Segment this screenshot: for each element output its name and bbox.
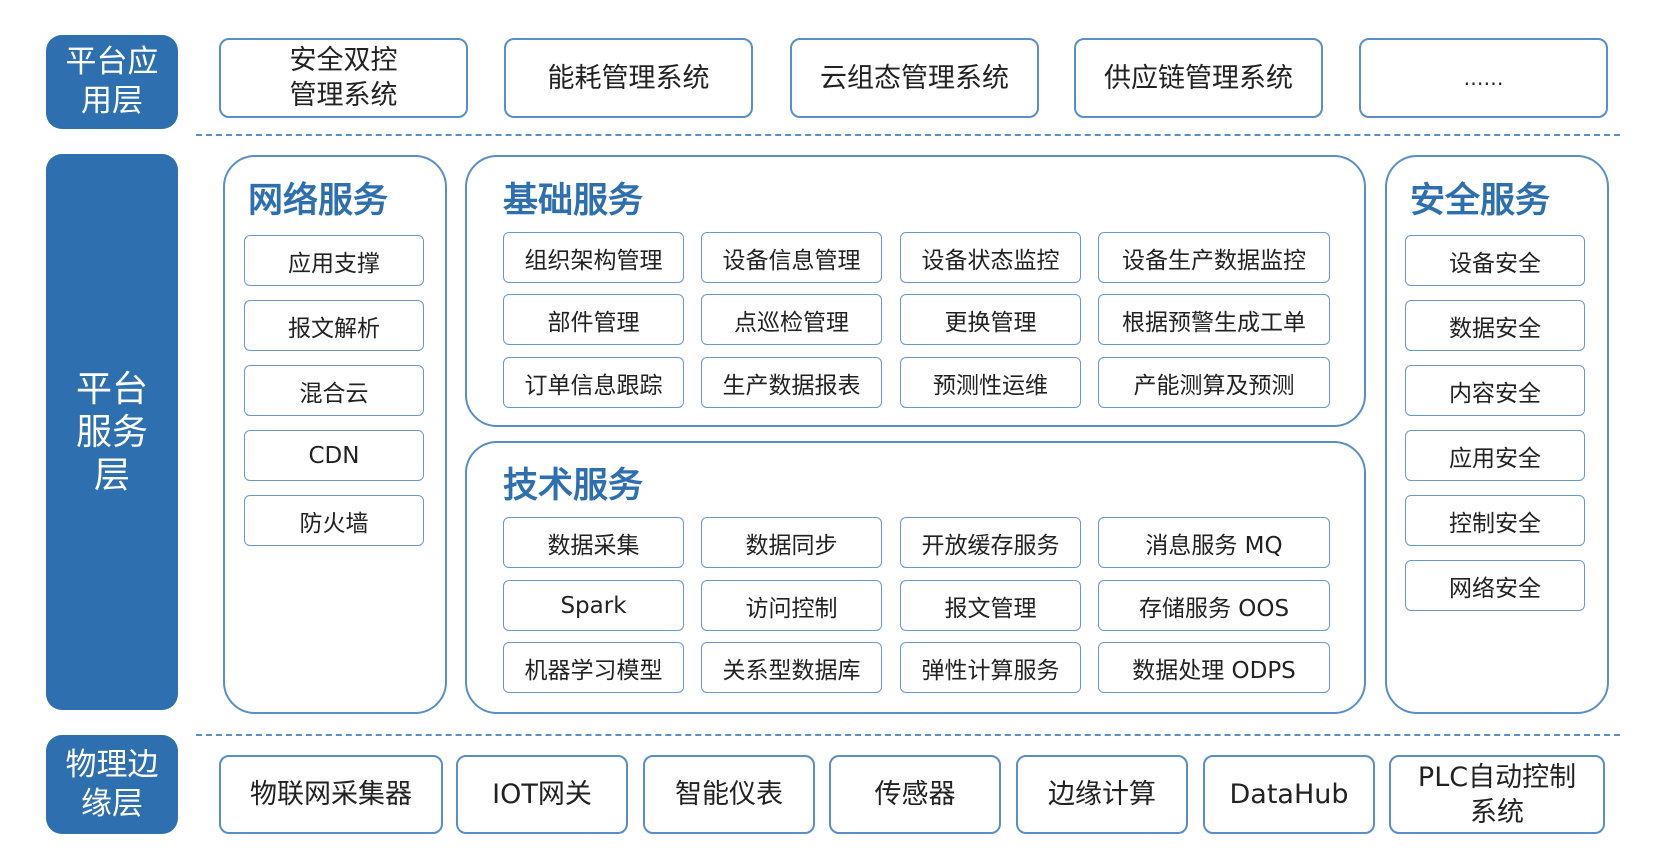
tech-service-item: 机器学习模型 <box>503 642 684 693</box>
layer-label-line: 平台 <box>75 368 148 410</box>
tech-service-item: Spark <box>503 580 684 631</box>
app-system-label: 供应链管理系统 <box>1104 62 1293 94</box>
tech-service-item: 数据采集 <box>503 517 684 568</box>
app-system-box: 能耗管理系统 <box>504 38 753 118</box>
security-service-item: 数据安全 <box>1405 300 1585 351</box>
layer-label-line: 平台应 <box>65 44 159 80</box>
basic-services-title: 基础服务 <box>503 181 644 221</box>
physical-device-label: 边缘计算 <box>1048 779 1156 810</box>
layer-label-line: 服务 <box>75 411 148 453</box>
app-system-label: 云组态管理系统 <box>820 62 1009 94</box>
basic-service-item: 订单信息跟踪 <box>503 357 684 408</box>
tech-service-item: 数据处理 ODPS <box>1098 642 1330 693</box>
security-services-title: 安全服务 <box>1410 181 1551 221</box>
basic-service-item: 根据预警生成工单 <box>1098 294 1330 345</box>
tech-service-item: 弹性计算服务 <box>900 642 1081 693</box>
tech-service-item: 消息服务 MQ <box>1098 517 1330 568</box>
app-system-box: 云组态管理系统 <box>790 38 1039 118</box>
basic-service-item: 预测性运维 <box>900 357 1081 408</box>
app-system-label: 安全双控 <box>289 45 398 76</box>
physical-device-label: 系统 <box>1470 796 1524 828</box>
security-service-item: 网络安全 <box>1405 560 1585 611</box>
physical-device-box: IOT网关 <box>456 755 628 834</box>
security-service-item: 应用安全 <box>1405 430 1585 481</box>
basic-service-item: 设备信息管理 <box>701 232 882 283</box>
tech-service-item: 访问控制 <box>701 580 882 631</box>
network-service-item: 应用支撑 <box>244 235 424 286</box>
basic-service-item: 生产数据报表 <box>701 357 882 408</box>
network-service-item: CDN <box>244 430 424 481</box>
basic-service-item: 组织架构管理 <box>503 232 684 283</box>
physical-device-box: 边缘计算 <box>1016 755 1188 834</box>
layer-label-application: 平台应 用层 <box>46 35 178 129</box>
layer-label-line: 用层 <box>81 83 143 119</box>
app-system-box: 供应链管理系统 <box>1074 38 1323 118</box>
network-services-title: 网络服务 <box>248 181 389 221</box>
physical-device-label: DataHub <box>1229 779 1349 810</box>
layer-label-line: 物理边 <box>65 746 159 783</box>
layer-divider <box>196 734 1620 736</box>
layer-label-physical-edge: 物理边 缘层 <box>46 735 178 834</box>
app-system-label: 管理系统 <box>289 80 398 111</box>
physical-device-label: 传感器 <box>874 779 956 810</box>
physical-device-box: 传感器 <box>829 755 1001 834</box>
physical-device-label: 智能仪表 <box>675 779 783 810</box>
basic-service-item: 设备状态监控 <box>900 232 1081 283</box>
basic-service-item: 部件管理 <box>503 294 684 345</box>
basic-service-item: 设备生产数据监控 <box>1098 232 1330 283</box>
physical-device-box: 物联网采集器 <box>219 755 443 834</box>
layer-label-platform-service: 平台 服务 层 <box>46 154 178 710</box>
security-service-item: 控制安全 <box>1405 495 1585 546</box>
tech-services-title: 技术服务 <box>503 466 644 506</box>
physical-device-label: IOT网关 <box>492 779 592 810</box>
app-system-box: 安全双控 管理系统 <box>219 38 468 118</box>
network-service-item: 混合云 <box>244 365 424 416</box>
layer-label-line: 缘层 <box>81 785 143 822</box>
security-service-item: 设备安全 <box>1405 235 1585 286</box>
network-service-item: 报文解析 <box>244 300 424 351</box>
basic-service-item: 更换管理 <box>900 294 1081 345</box>
tech-service-item: 报文管理 <box>900 580 1081 631</box>
basic-service-item: 点巡检管理 <box>701 294 882 345</box>
physical-device-box: PLC自动控制 系统 <box>1389 755 1605 834</box>
security-service-item: 内容安全 <box>1405 365 1585 416</box>
tech-service-item: 关系型数据库 <box>701 642 882 693</box>
physical-device-box: DataHub <box>1203 755 1375 834</box>
physical-device-label: PLC自动控制 <box>1417 761 1577 793</box>
tech-service-item: 存储服务 OOS <box>1098 580 1330 631</box>
tech-service-item: 开放缓存服务 <box>900 517 1081 568</box>
physical-device-label: 物联网采集器 <box>250 779 412 810</box>
tech-service-item: 数据同步 <box>701 517 882 568</box>
app-system-box: …… <box>1359 38 1608 118</box>
physical-device-box: 智能仪表 <box>643 755 815 834</box>
app-system-label: …… <box>1463 65 1504 90</box>
app-system-label: 能耗管理系统 <box>547 62 710 94</box>
layer-divider <box>196 134 1620 136</box>
network-service-item: 防火墙 <box>244 495 424 546</box>
layer-label-line: 层 <box>93 454 130 496</box>
basic-service-item: 产能测算及预测 <box>1098 357 1330 408</box>
